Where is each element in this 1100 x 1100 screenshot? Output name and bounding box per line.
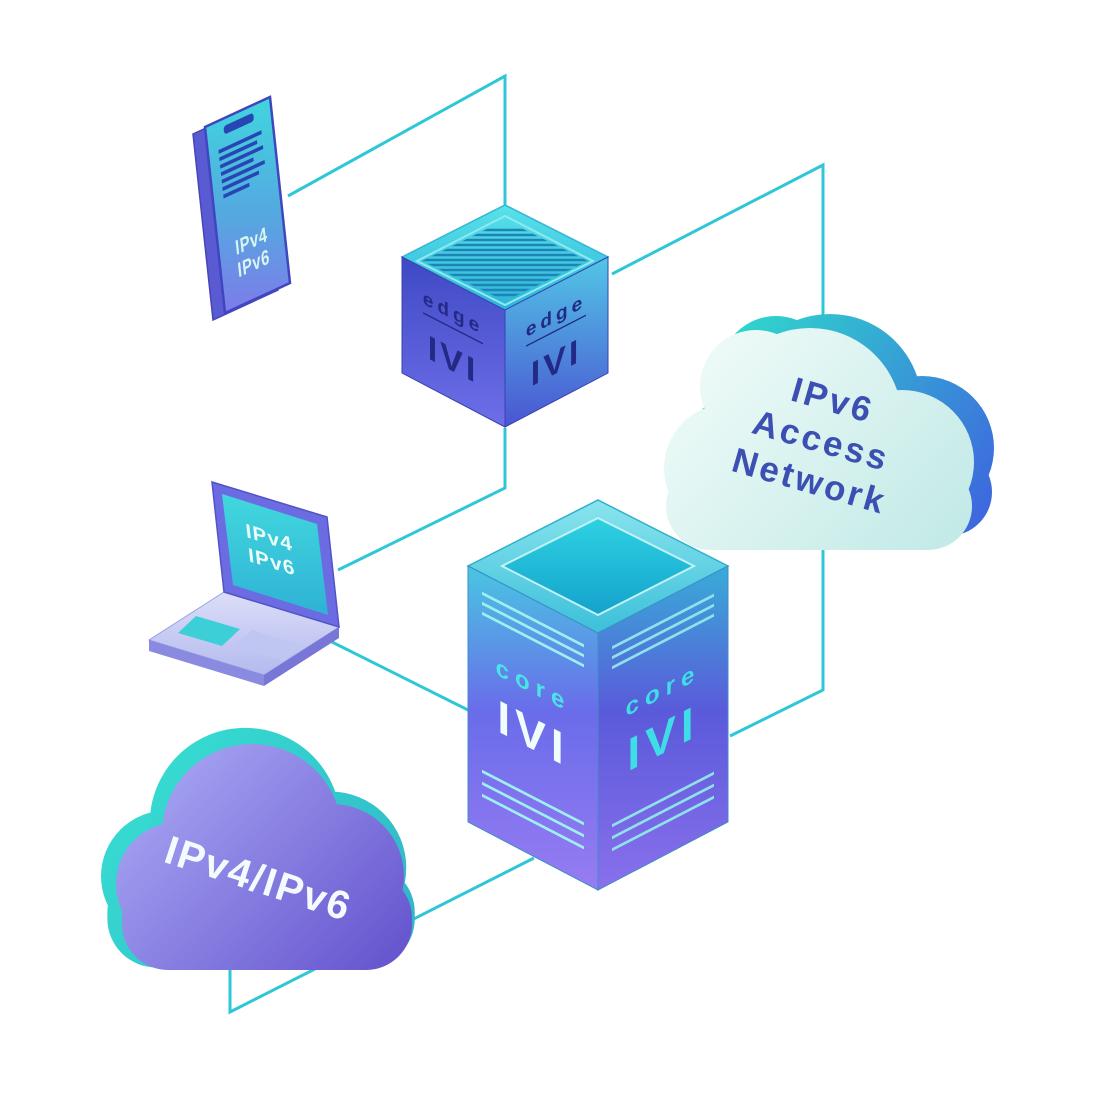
phone-screen xyxy=(203,95,292,315)
laptop-base-front-edge xyxy=(149,640,264,686)
link-laptop-to-core xyxy=(331,640,469,712)
dualstack-cloud-body xyxy=(116,744,412,970)
edge-left-divider xyxy=(423,312,483,345)
phone-screen-content: IPv4 IPv6 xyxy=(218,113,271,282)
core-router-server: core IVI core IVI xyxy=(466,499,730,891)
connection-lines xyxy=(228,73,825,1015)
laptop-keyboard xyxy=(234,630,302,661)
edge-router-cube: edge IVI edge IVI xyxy=(400,204,610,428)
server-right-vents-top xyxy=(612,593,714,670)
ipv4-ipv6-cloud: IPv4/IPv6 xyxy=(101,727,415,970)
access-cloud-body xyxy=(664,328,974,550)
ipv6-access-network-cloud: IPv6 Access Network xyxy=(664,314,994,550)
server-left-vents-bottom xyxy=(482,769,584,850)
server-top-inner xyxy=(499,516,697,617)
laptop-touchpad xyxy=(178,616,240,646)
laptop-screen xyxy=(222,494,328,615)
phone-screen-lines xyxy=(218,130,265,199)
link-phone-to-edge xyxy=(287,73,507,206)
laptop-base-right-edge xyxy=(264,627,339,686)
link-edge-to-laptop xyxy=(337,428,507,572)
server-left-vents-top xyxy=(482,591,584,668)
smartphone: IPv4 IPv6 xyxy=(192,95,292,322)
edge-cube-right-face xyxy=(504,256,609,428)
phone-notch xyxy=(223,113,254,134)
edge-cube-top-frame xyxy=(414,214,596,307)
edge-right-divider xyxy=(526,314,586,347)
laptop: IPv4 IPv6 xyxy=(147,480,341,686)
server-right-vents-bottom xyxy=(612,771,714,852)
